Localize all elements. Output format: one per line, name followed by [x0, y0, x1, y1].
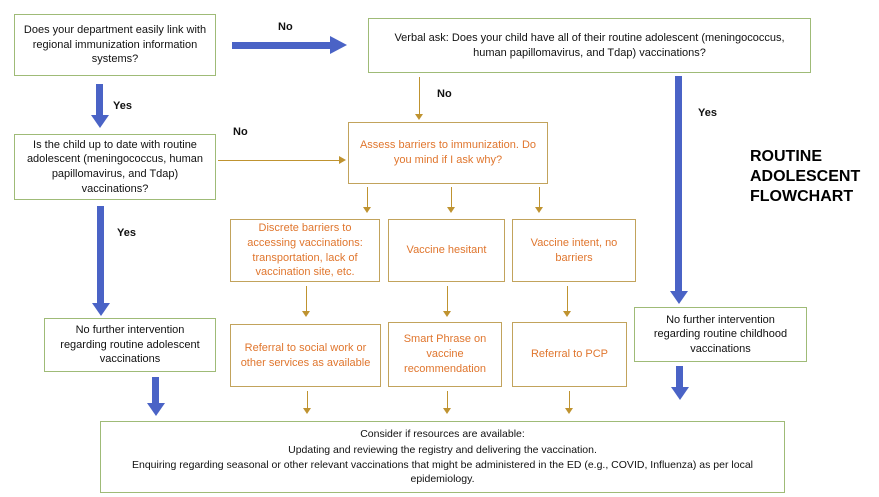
box-referral-pcp-text: Referral to PCP	[530, 348, 609, 361]
box-smart-phrase-text: Smart Phrase on vaccine recommendation	[403, 333, 487, 375]
gold-arrowhead-down-icon	[363, 207, 371, 213]
gold-arrow-line	[567, 286, 568, 311]
flowchart-title: ROUTINE ADOLESCENT FLOWCHART	[750, 148, 861, 205]
box-no-intervention-childhood-text: No further intervention regarding routin…	[653, 313, 788, 355]
box-verbal-ask: Verbal ask: Does your child have all of …	[368, 18, 811, 73]
box-consider-resources: Consider if resources are available: Upd…	[100, 421, 785, 493]
consider-line-1: Consider if resources are available:	[360, 428, 525, 440]
box-smart-phrase: Smart Phrase on vaccine recommendation	[388, 322, 502, 387]
gold-arrow-line	[218, 160, 339, 161]
gold-arrowhead-down-icon	[443, 408, 451, 414]
gold-arrowhead-down-icon	[302, 311, 310, 317]
blue-arrow-shaft	[152, 377, 159, 403]
box-child-up-to-date: Is the child up to date with routine ado…	[14, 134, 216, 200]
blue-arrowhead-down-icon	[91, 115, 109, 128]
gold-arrowhead-down-icon	[563, 311, 571, 317]
gold-arrow-line	[447, 391, 448, 408]
gold-arrow-line	[569, 391, 570, 408]
box-referral-pcp: Referral to PCP	[512, 322, 627, 387]
blue-arrowhead-down-icon	[671, 387, 689, 400]
box-department-link-text: Does your department easily link with re…	[23, 24, 207, 66]
consider-line-2: Updating and reviewing the registry and …	[288, 443, 597, 456]
box-referral-social-work-text: Referral to social work or other service…	[240, 341, 371, 369]
gold-arrow-line	[447, 286, 448, 311]
blue-arrow-shaft	[676, 366, 683, 387]
gold-arrow-line	[539, 187, 540, 207]
blue-arrowhead-down-icon	[147, 403, 165, 416]
label-no-dept-to-verbal: No	[278, 21, 293, 33]
gold-arrow-line	[367, 187, 368, 207]
gold-arrowhead-down-icon	[443, 311, 451, 317]
gold-arrow-line	[307, 391, 308, 408]
gold-arrow-line	[306, 286, 307, 311]
blue-arrowhead-right-icon	[330, 36, 347, 54]
box-vaccine-hesitant-text: Vaccine hesitant	[406, 244, 487, 257]
label-no-verbal-to-assess: No	[437, 88, 452, 100]
box-no-intervention-adolescent: No further intervention regarding routin…	[44, 318, 216, 372]
box-assess-barriers: Assess barriers to immunization. Do you …	[348, 122, 548, 184]
box-discrete-barriers: Discrete barriers to accessing vaccinati…	[230, 219, 380, 282]
box-verbal-ask-text: Verbal ask: Does your child have all of …	[394, 31, 785, 59]
blue-arrowhead-down-icon	[670, 291, 688, 304]
gold-arrowhead-down-icon	[303, 408, 311, 414]
gold-arrow-line	[451, 187, 452, 207]
box-no-intervention-adolescent-text: No further intervention regarding routin…	[60, 324, 200, 366]
gold-arrowhead-down-icon	[447, 207, 455, 213]
consider-line-3: Enquiring regarding seasonal or other re…	[132, 459, 753, 485]
box-referral-social-work: Referral to social work or other service…	[230, 324, 381, 387]
box-vaccine-intent: Vaccine intent, no barriers	[512, 219, 636, 282]
gold-arrowhead-down-icon	[415, 114, 423, 120]
label-no-child-to-assess: No	[233, 126, 248, 138]
label-yes-child-to-none: Yes	[117, 227, 136, 239]
gold-arrowhead-down-icon	[565, 408, 573, 414]
blue-arrow-shaft	[232, 42, 330, 49]
blue-arrow-shaft	[96, 84, 103, 115]
gold-arrowhead-down-icon	[535, 207, 543, 213]
blue-arrowhead-down-icon	[92, 303, 110, 316]
box-vaccine-intent-text: Vaccine intent, no barriers	[530, 236, 618, 264]
box-vaccine-hesitant: Vaccine hesitant	[388, 219, 505, 282]
blue-arrow-shaft	[675, 76, 682, 291]
box-discrete-barriers-text: Discrete barriers to accessing vaccinati…	[247, 221, 363, 279]
blue-arrow-shaft	[97, 206, 104, 303]
label-yes-dept-to-child: Yes	[113, 100, 132, 112]
gold-arrowhead-right-icon	[339, 156, 346, 164]
box-child-up-to-date-text: Is the child up to date with routine ado…	[26, 138, 204, 195]
box-department-link: Does your department easily link with re…	[14, 14, 216, 76]
box-no-intervention-childhood: No further intervention regarding routin…	[634, 307, 807, 362]
gold-arrow-line	[419, 77, 420, 114]
box-assess-barriers-text: Assess barriers to immunization. Do you …	[359, 139, 537, 166]
label-yes-verbal-to-none: Yes	[698, 107, 717, 119]
